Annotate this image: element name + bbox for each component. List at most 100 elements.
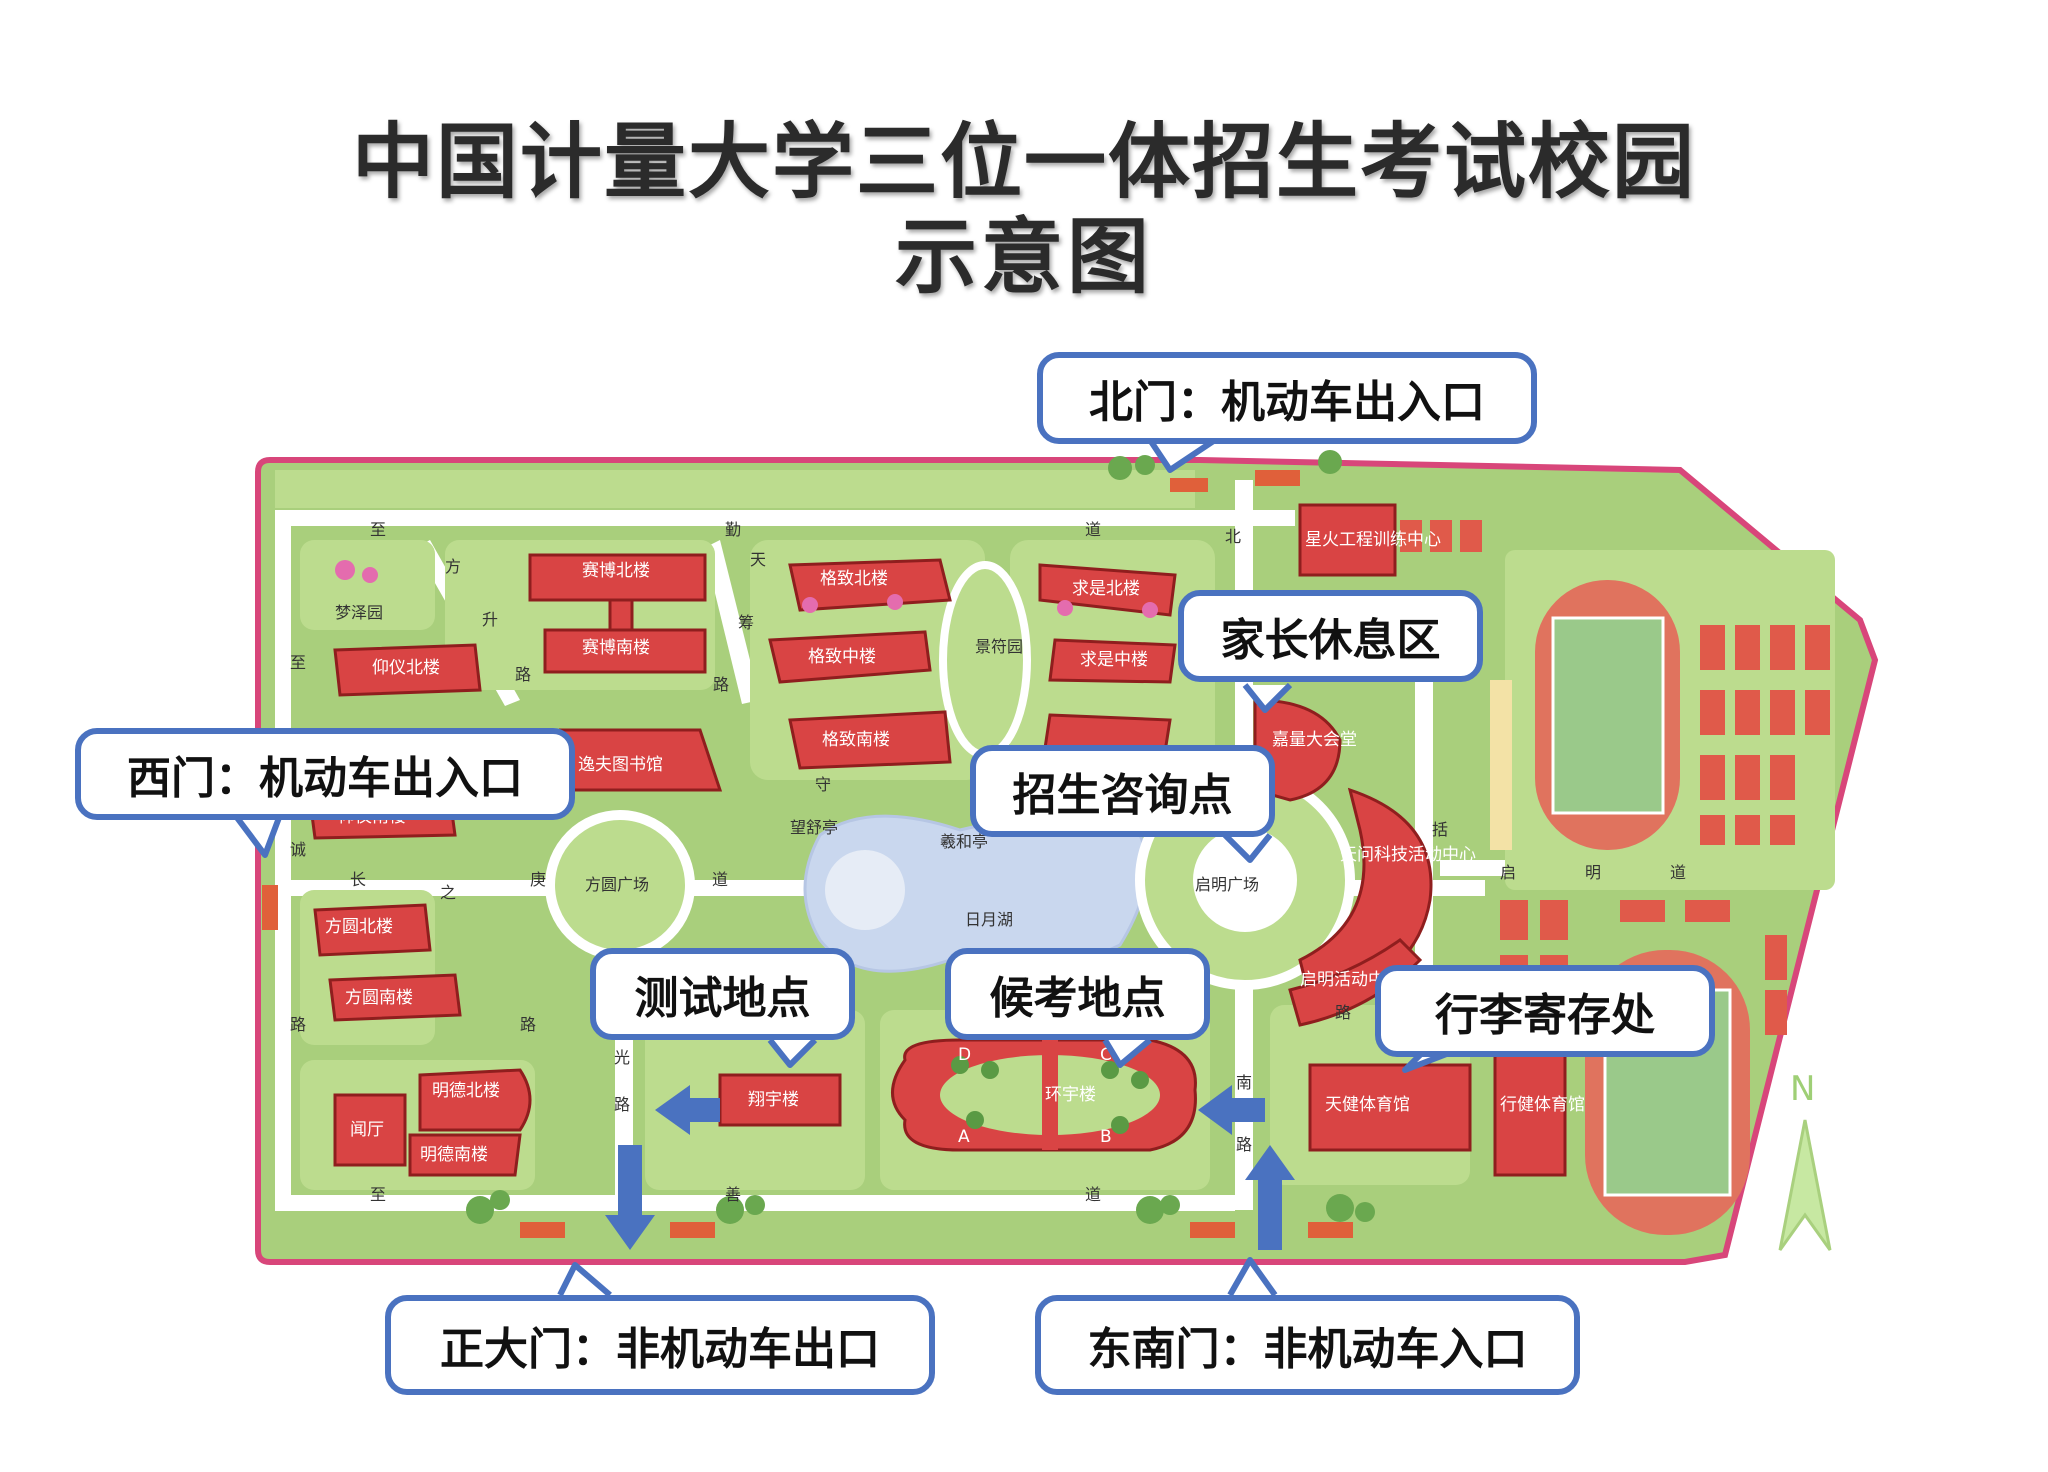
label-fangyuan-north: 方圆北楼: [325, 917, 393, 937]
callout-consult: 招生咨询点: [970, 745, 1275, 837]
mengze-lawn: [300, 540, 435, 630]
road-qiming-1: 启: [1500, 863, 1516, 882]
label-huanyu-wing-d: D: [958, 1045, 971, 1065]
label-gezhi-south: 格致南楼: [822, 730, 890, 750]
label-qiming-square: 启明广场: [1195, 875, 1259, 894]
label-xiangyu: 翔宇楼: [748, 1090, 799, 1110]
road-tianchou-1: 天: [750, 550, 766, 569]
north-green-strip: [275, 470, 1195, 508]
mingde-south-building: [408, 1133, 522, 1177]
arrow-left-to-huanyu: [1198, 1085, 1265, 1135]
tail-southeast-gate: [1227, 1257, 1278, 1297]
gezhi-middle-building: [768, 630, 932, 684]
label-huanyu: 环宇楼: [1045, 1085, 1096, 1105]
qiushi-north-building: [1038, 563, 1177, 617]
road-tianchou-2: 筹: [738, 613, 754, 632]
lake-island: [825, 850, 905, 930]
compass: N: [1778, 1069, 1832, 1251]
label-xingjian: 行健体育馆: [1500, 1095, 1585, 1115]
label-qiushi-middle: 求是中楼: [1080, 650, 1148, 670]
fangyuan-north-building: [313, 903, 432, 957]
road-kuo: 括: [1432, 820, 1448, 839]
map-title-line1: 中国计量大学三位一体招生考试校园: [351, 114, 1696, 210]
label-huanyu-wing-b: B: [1100, 1127, 1112, 1147]
compass-north-label: N: [1790, 1069, 1815, 1109]
road-fangsheng-1: 方: [445, 557, 461, 576]
label-jingfu: 景符园: [975, 637, 1023, 656]
road-zhishan-3: 道: [1085, 1185, 1101, 1204]
label-wangshu: 望舒亭: [790, 818, 838, 837]
road-guang-2: 路: [614, 1095, 630, 1114]
road-changgeng-2: 之: [440, 883, 456, 902]
tail-north-gate: [1147, 437, 1217, 473]
road-tianchou-3: 路: [713, 675, 729, 694]
label-qiushi-north: 求是北楼: [1072, 579, 1140, 599]
road-qiming-3: 道: [1670, 863, 1686, 882]
qiushi-middle-building: [1048, 638, 1177, 684]
saibo-link: [608, 598, 634, 632]
saibo-south-building: [543, 628, 707, 674]
road-bei: 北: [1225, 527, 1241, 546]
road-nan-2: 路: [1236, 1135, 1252, 1154]
label-huanyu-wing-c: C: [1100, 1045, 1112, 1065]
tail-test-site: [767, 1037, 818, 1068]
riyue-lake: [803, 814, 1149, 973]
road-zhiqin-3: 道: [1085, 520, 1101, 539]
label-fangyuan-south: 方圆南楼: [345, 988, 413, 1008]
label-saibo-south: 赛博南楼: [582, 637, 650, 658]
jialiang-hall: [1253, 698, 1342, 802]
road-guang-1: 光: [614, 1048, 630, 1067]
label-riyue-lake: 日月湖: [965, 910, 1013, 929]
qiming-center: [1288, 938, 1423, 1027]
road-lu-east: 路: [1335, 1003, 1351, 1022]
callout-north-gate: 北门：机动车出入口: [1037, 352, 1537, 444]
yangyi-north-building: [333, 643, 482, 697]
arrow-up-southeast-gate: [1245, 1145, 1295, 1250]
callout-west-gate: 西门：机动车出入口: [75, 728, 575, 820]
tail-main-gate: [557, 1262, 612, 1298]
callout-waiting-site: 候考地点: [945, 948, 1210, 1040]
arrow-down-main-gate: [605, 1145, 655, 1250]
tail-waiting-site: [1102, 1037, 1152, 1068]
road-changgeng-4: 道: [712, 870, 728, 889]
road-nan-1: 南: [1236, 1073, 1252, 1092]
road-changgeng-1: 长: [350, 870, 366, 889]
gates: [262, 470, 1353, 1238]
wenting-building: [333, 1093, 407, 1167]
callout-southeast-gate: 东南门：非机动车入口: [1035, 1295, 1580, 1395]
callout-parent-rest: 家长休息区: [1178, 590, 1483, 682]
road-zhicheng-3: 路: [290, 1015, 306, 1034]
sports-courts: [1400, 520, 1830, 1035]
tail-consult: [1222, 832, 1273, 863]
label-gezhi-north: 格致北楼: [820, 569, 888, 589]
map-title-line2: 示意图: [894, 209, 1153, 305]
label-xinghuo: 星火工程训练中心: [1305, 530, 1441, 550]
road-zhiqin-1: 至: [370, 520, 386, 539]
label-fangyuan-square: 方圆广场: [585, 875, 649, 894]
label-huanyu-wing-a: A: [958, 1127, 970, 1147]
label-library: 逸夫图书馆: [578, 755, 663, 775]
callout-main-gate: 正大门：非机动车出口: [385, 1295, 935, 1395]
fangyuan-south-building: [328, 973, 462, 1022]
gezhi-north-building: [788, 558, 952, 612]
gezhi-south-building: [788, 710, 952, 770]
label-wenting: 闻厅: [350, 1120, 384, 1140]
tail-parent-rest: [1242, 682, 1293, 713]
label-tianjian: 天健体育馆: [1325, 1095, 1410, 1115]
label-mingde-south: 明德南楼: [420, 1145, 488, 1165]
road-zhishan-2: 善: [725, 1185, 741, 1204]
road-changgeng-3: 庚: [530, 870, 546, 889]
jingfu-garden: [939, 561, 1031, 759]
road-qiming-2: 明: [1585, 863, 1601, 882]
label-tianwen: 天问科技活动中心: [1340, 845, 1476, 865]
road-fangsheng-3: 路: [515, 665, 531, 684]
label-xihe: 羲和亭: [940, 832, 988, 851]
mingde-north-building: [418, 1068, 532, 1132]
trees: [335, 450, 1375, 1224]
label-mingde-north: 明德北楼: [432, 1081, 500, 1101]
label-gezhi-middle: 格致中楼: [808, 647, 876, 667]
callout-test-site: 测试地点: [590, 948, 855, 1040]
label-jialiang: 嘉量大会堂: [1272, 730, 1357, 750]
label-saibo-north: 赛博北楼: [582, 560, 650, 581]
